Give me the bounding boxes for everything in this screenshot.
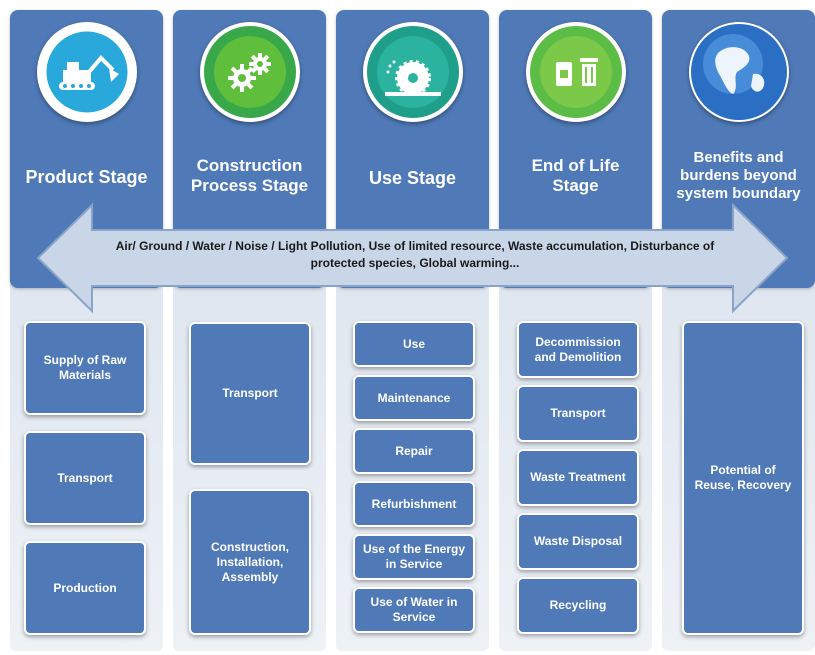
box-waste-disposal: Waste Disposal: [517, 513, 639, 570]
box-refurbishment: Refurbishment: [353, 481, 475, 527]
box-decommission-demolition: Decommission and Demolition: [517, 321, 639, 378]
globe-icon: [688, 22, 789, 122]
box-repair: Repair: [353, 428, 475, 474]
saw-icon: [362, 22, 463, 122]
environmental-impact-text: Air/ Ground / Water / Noise / Light Poll…: [115, 239, 715, 271]
stage-header-product: Product Stage: [10, 10, 163, 288]
box-use: Use: [353, 321, 475, 367]
stage-title-construction: Construction Process Stage: [190, 156, 309, 196]
box-product-transport: Transport: [24, 431, 146, 525]
recycle-bin-icon: [525, 22, 626, 122]
box-eol-transport: Transport: [517, 385, 639, 442]
box-production: Production: [24, 541, 146, 635]
box-construction-transport: Transport: [189, 322, 311, 465]
box-construction-installation-assembly: Construction, Installation, Assembly: [189, 489, 311, 635]
box-use-energy: Use of the Energy in Service: [353, 534, 475, 580]
box-potential-reuse-recovery: Potential of Reuse, Recovery: [682, 321, 804, 635]
stage-title-use: Use Stage: [368, 168, 457, 188]
gears-icon: [199, 22, 300, 122]
excavator-icon: [36, 22, 137, 122]
box-waste-treatment: Waste Treatment: [517, 449, 639, 506]
box-recycling: Recycling: [517, 577, 639, 634]
box-maintenance: Maintenance: [353, 375, 475, 421]
box-supply-raw-materials: Supply of Raw Materials: [24, 321, 146, 415]
stage-title-benefits: Benefits and burdens beyond system bound…: [676, 149, 801, 202]
box-use-water: Use of Water in Service: [353, 587, 475, 633]
stage-title-eol: End of Life Stage: [531, 156, 620, 196]
stage-title-product: Product Stage: [25, 167, 148, 187]
